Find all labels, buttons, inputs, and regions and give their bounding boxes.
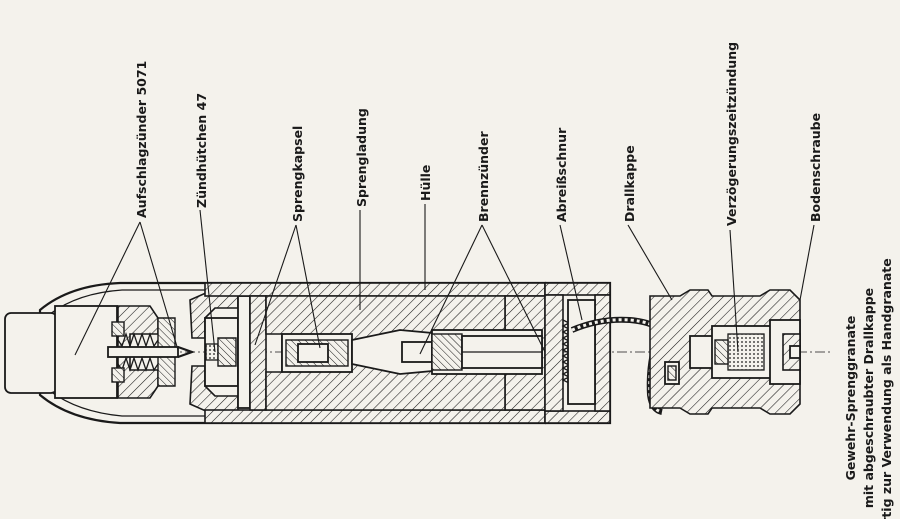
caption-line-2: mit abgeschraubter Drallkappe (861, 288, 876, 508)
caption: Gewehr-Sprenggranate mit abgeschraubter … (843, 258, 894, 519)
label-aufschlagzuender: Aufschlagzünder 5071 (134, 61, 149, 218)
label-zuendhuetchen: Zündhütchen 47 (194, 93, 209, 208)
label-abreissschnur: Abreißschnur (554, 127, 569, 222)
primer-cap (205, 343, 219, 361)
label-drallkappe: Drallkappe (622, 145, 637, 222)
pull-cord-section (544, 281, 664, 425)
label-bodenschraube: Bodenschraube (808, 113, 823, 222)
impact-fuze (4, 281, 205, 425)
rifling-cap (649, 289, 801, 415)
label-verzoegerung: Verzögerungszeitzündung (724, 42, 739, 226)
label-sprengkapsel: Sprengkapsel (290, 126, 305, 222)
fuze-cap (4, 312, 58, 394)
casing (204, 281, 547, 425)
delay-fuze-cord (401, 341, 433, 363)
caption-line-3: fertig zur Verwendung als Handgranate (879, 258, 894, 519)
label-brennzuender: Brennzünder (476, 131, 491, 222)
leader-lines (74, 204, 815, 356)
label-huelle: Hülle (418, 165, 433, 201)
caption-line-1: Gewehr-Sprenggranate (843, 316, 858, 481)
label-sprengladung: Sprengladung (354, 108, 369, 207)
part-labels: Aufschlagzünder 5071 Zündhütchen 47 Spre… (134, 42, 823, 226)
